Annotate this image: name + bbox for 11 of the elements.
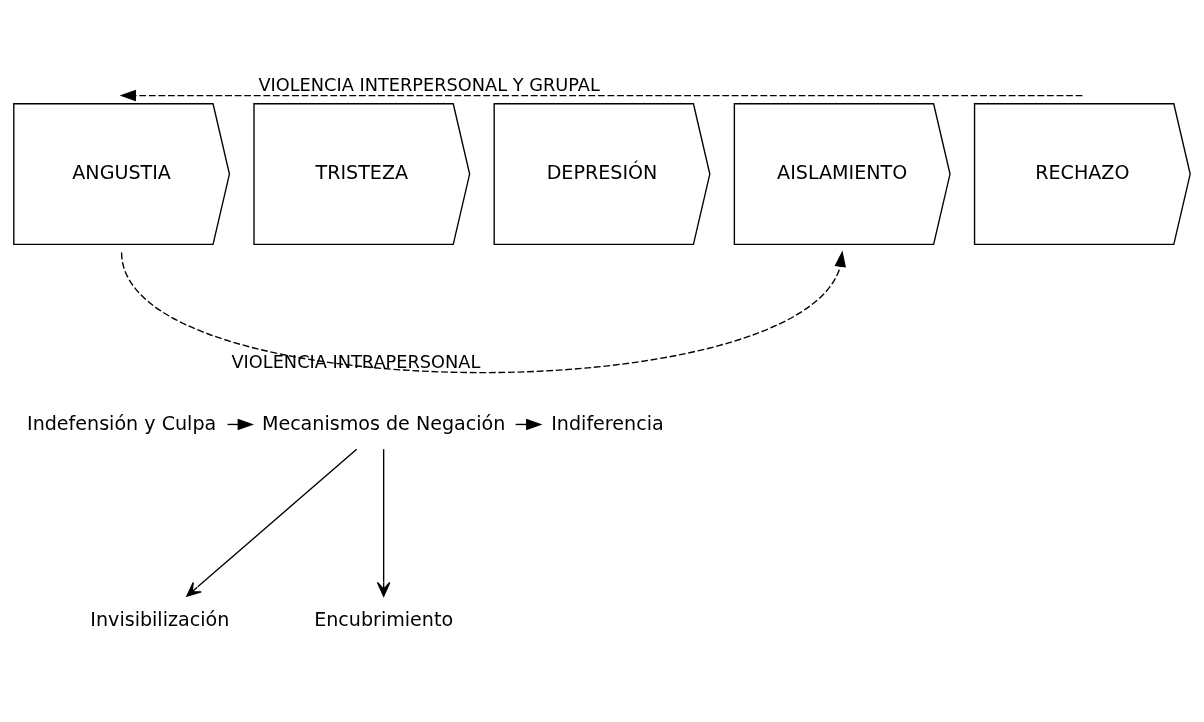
node-text: Encubrimiento xyxy=(314,608,454,632)
node-text: Invisibilización xyxy=(90,608,230,632)
edge-label: VIOLENCIA INTRAPERSONAL xyxy=(231,351,481,372)
arrow xyxy=(120,250,846,374)
node-text: Indefensión y Culpa xyxy=(27,411,217,435)
node-text: Indiferencia xyxy=(551,411,664,435)
node-text: Mecanismos de Negación xyxy=(261,411,506,435)
arrow xyxy=(376,448,391,597)
edge-label: VIOLENCIA INTERPERSONAL Y GRUPAL xyxy=(258,74,600,95)
arrow xyxy=(119,89,1084,102)
arrow xyxy=(186,448,358,597)
